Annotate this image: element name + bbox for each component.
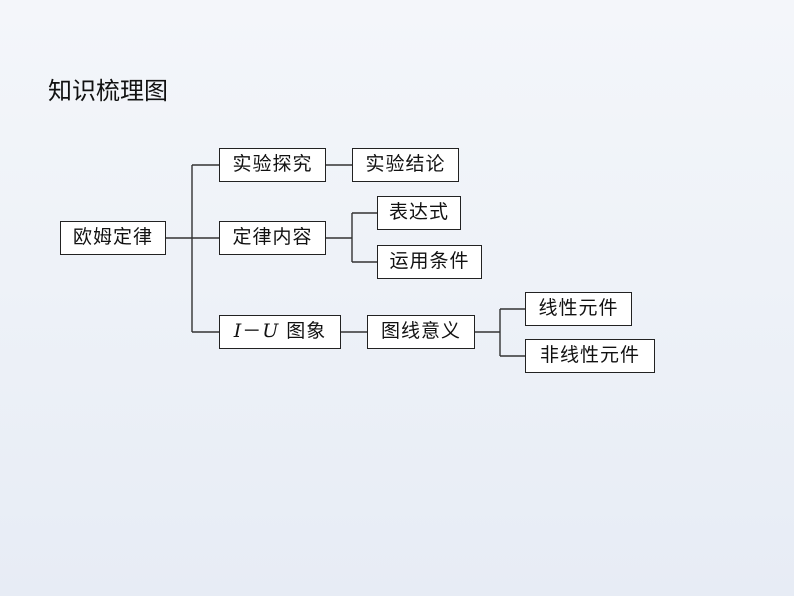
node-nonlinear-element: 非线性元件 — [525, 339, 655, 373]
root-node-ohms-law: 欧姆定律 — [60, 221, 166, 255]
iu-graph-dash: － — [242, 320, 263, 342]
node-linear-element: 线性元件 — [525, 292, 632, 326]
node-graph-meaning: 图线意义 — [367, 315, 475, 349]
node-expression: 表达式 — [377, 196, 461, 230]
node-experiment-inquiry: 实验探究 — [219, 148, 326, 182]
node-application-conditions: 运用条件 — [377, 245, 482, 279]
page-title: 知识梳理图 — [48, 77, 168, 105]
iu-graph-text: 图象 — [279, 320, 327, 342]
iu-graph-u: U — [262, 320, 280, 342]
iu-graph-i: I — [233, 320, 243, 342]
node-iu-graph: I－U 图象 — [219, 315, 341, 349]
node-experiment-conclusion: 实验结论 — [352, 148, 459, 182]
node-law-content: 定律内容 — [219, 221, 326, 255]
